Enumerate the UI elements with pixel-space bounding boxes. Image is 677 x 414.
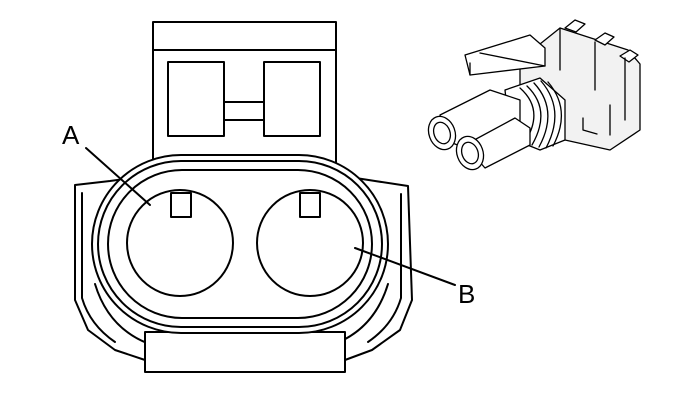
cavity-a xyxy=(126,189,234,297)
callout-label-b: B xyxy=(458,279,475,309)
callout-label-a: A xyxy=(62,120,80,150)
connector-face-view: A B xyxy=(62,21,475,373)
leader-line-a xyxy=(85,147,151,206)
top-latch xyxy=(152,21,337,165)
connector-isometric-view xyxy=(427,19,641,171)
leader-line-b xyxy=(354,247,456,286)
cavity-b xyxy=(256,189,364,297)
